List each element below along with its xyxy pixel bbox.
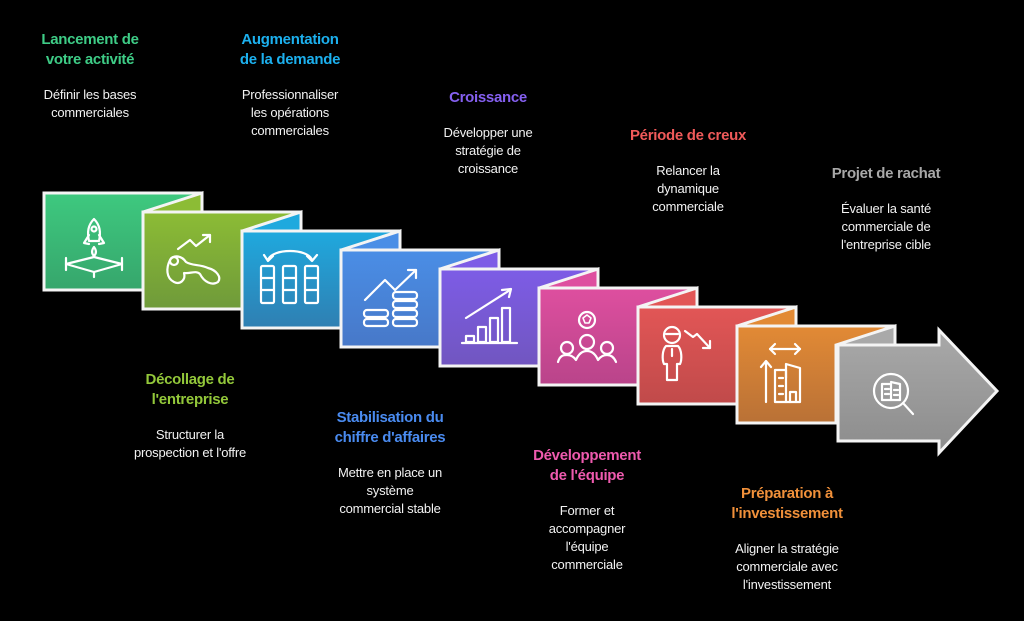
stage-title-6: Développement de l'équipe: [533, 447, 641, 484]
rocket-launch-icon: [64, 217, 124, 279]
stage-desc-8: Aligner la stratégie commerciale avec l'…: [735, 541, 839, 592]
stage-title-4: Stabilisation du chiffre d'affaires: [334, 409, 446, 446]
stage-title-3: Augmentation de la demande: [239, 31, 341, 68]
stage-label-5: Croissance Développer une stratégie de c…: [408, 88, 568, 178]
stage-label-6: Développement de l'équipe Former et acco…: [507, 446, 667, 574]
team-icon: [556, 310, 618, 364]
person-decline-icon: [661, 325, 712, 382]
stage-title-2: Décollage de l'entreprise: [145, 371, 235, 408]
stage-title-9: Projet de rachat: [831, 165, 941, 182]
stage-label-7: Période de creux Relancer la dynamique c…: [608, 126, 768, 216]
stage-label-8: Préparation à l'investissement Aligner l…: [705, 484, 869, 594]
building-expansion-icon: [759, 342, 802, 404]
stage-title-5: Croissance: [449, 89, 527, 106]
stage-desc-4: Mettre en place un système commercial st…: [337, 465, 443, 516]
stage-title-7: Période de creux: [629, 127, 747, 144]
coins-growth-icon: [362, 268, 419, 328]
stage-label-3: Augmentation de la demande Professionnal…: [210, 30, 370, 140]
stage-label-9: Projet de rachat Évaluer la santé commer…: [806, 164, 966, 254]
stage-desc-6: Former et accompagner l'équipe commercia…: [548, 503, 626, 572]
stage-block-9-arrow: [834, 323, 1000, 457]
stage-title-1: Lancement de votre activité: [41, 31, 139, 68]
stage-title-8: Préparation à l'investissement: [731, 485, 843, 522]
stage-desc-2: Structurer la prospection et l'offre: [133, 427, 247, 460]
bar-chart-growth-icon: [460, 287, 519, 345]
data-exchange-grid-icon: [259, 249, 320, 305]
building-search-icon: [872, 372, 915, 416]
stage-desc-5: Développer une stratégie de croissance: [443, 125, 533, 176]
stage-label-1: Lancement de votre activité Définir les …: [10, 30, 170, 122]
stage-desc-7: Relancer la dynamique commerciale: [652, 163, 724, 214]
stage-desc-3: Professionnaliser les opérations commerc…: [241, 87, 339, 138]
stage-desc-1: Définir les bases commerciales: [43, 87, 137, 120]
stage-label-2: Décollage de l'entreprise Structurer la …: [110, 370, 270, 462]
stage-desc-9: Évaluer la santé commerciale de l'entrep…: [840, 201, 932, 252]
stage-label-4: Stabilisation du chiffre d'affaires Mett…: [306, 408, 474, 518]
growth-climber-icon: [166, 233, 221, 285]
